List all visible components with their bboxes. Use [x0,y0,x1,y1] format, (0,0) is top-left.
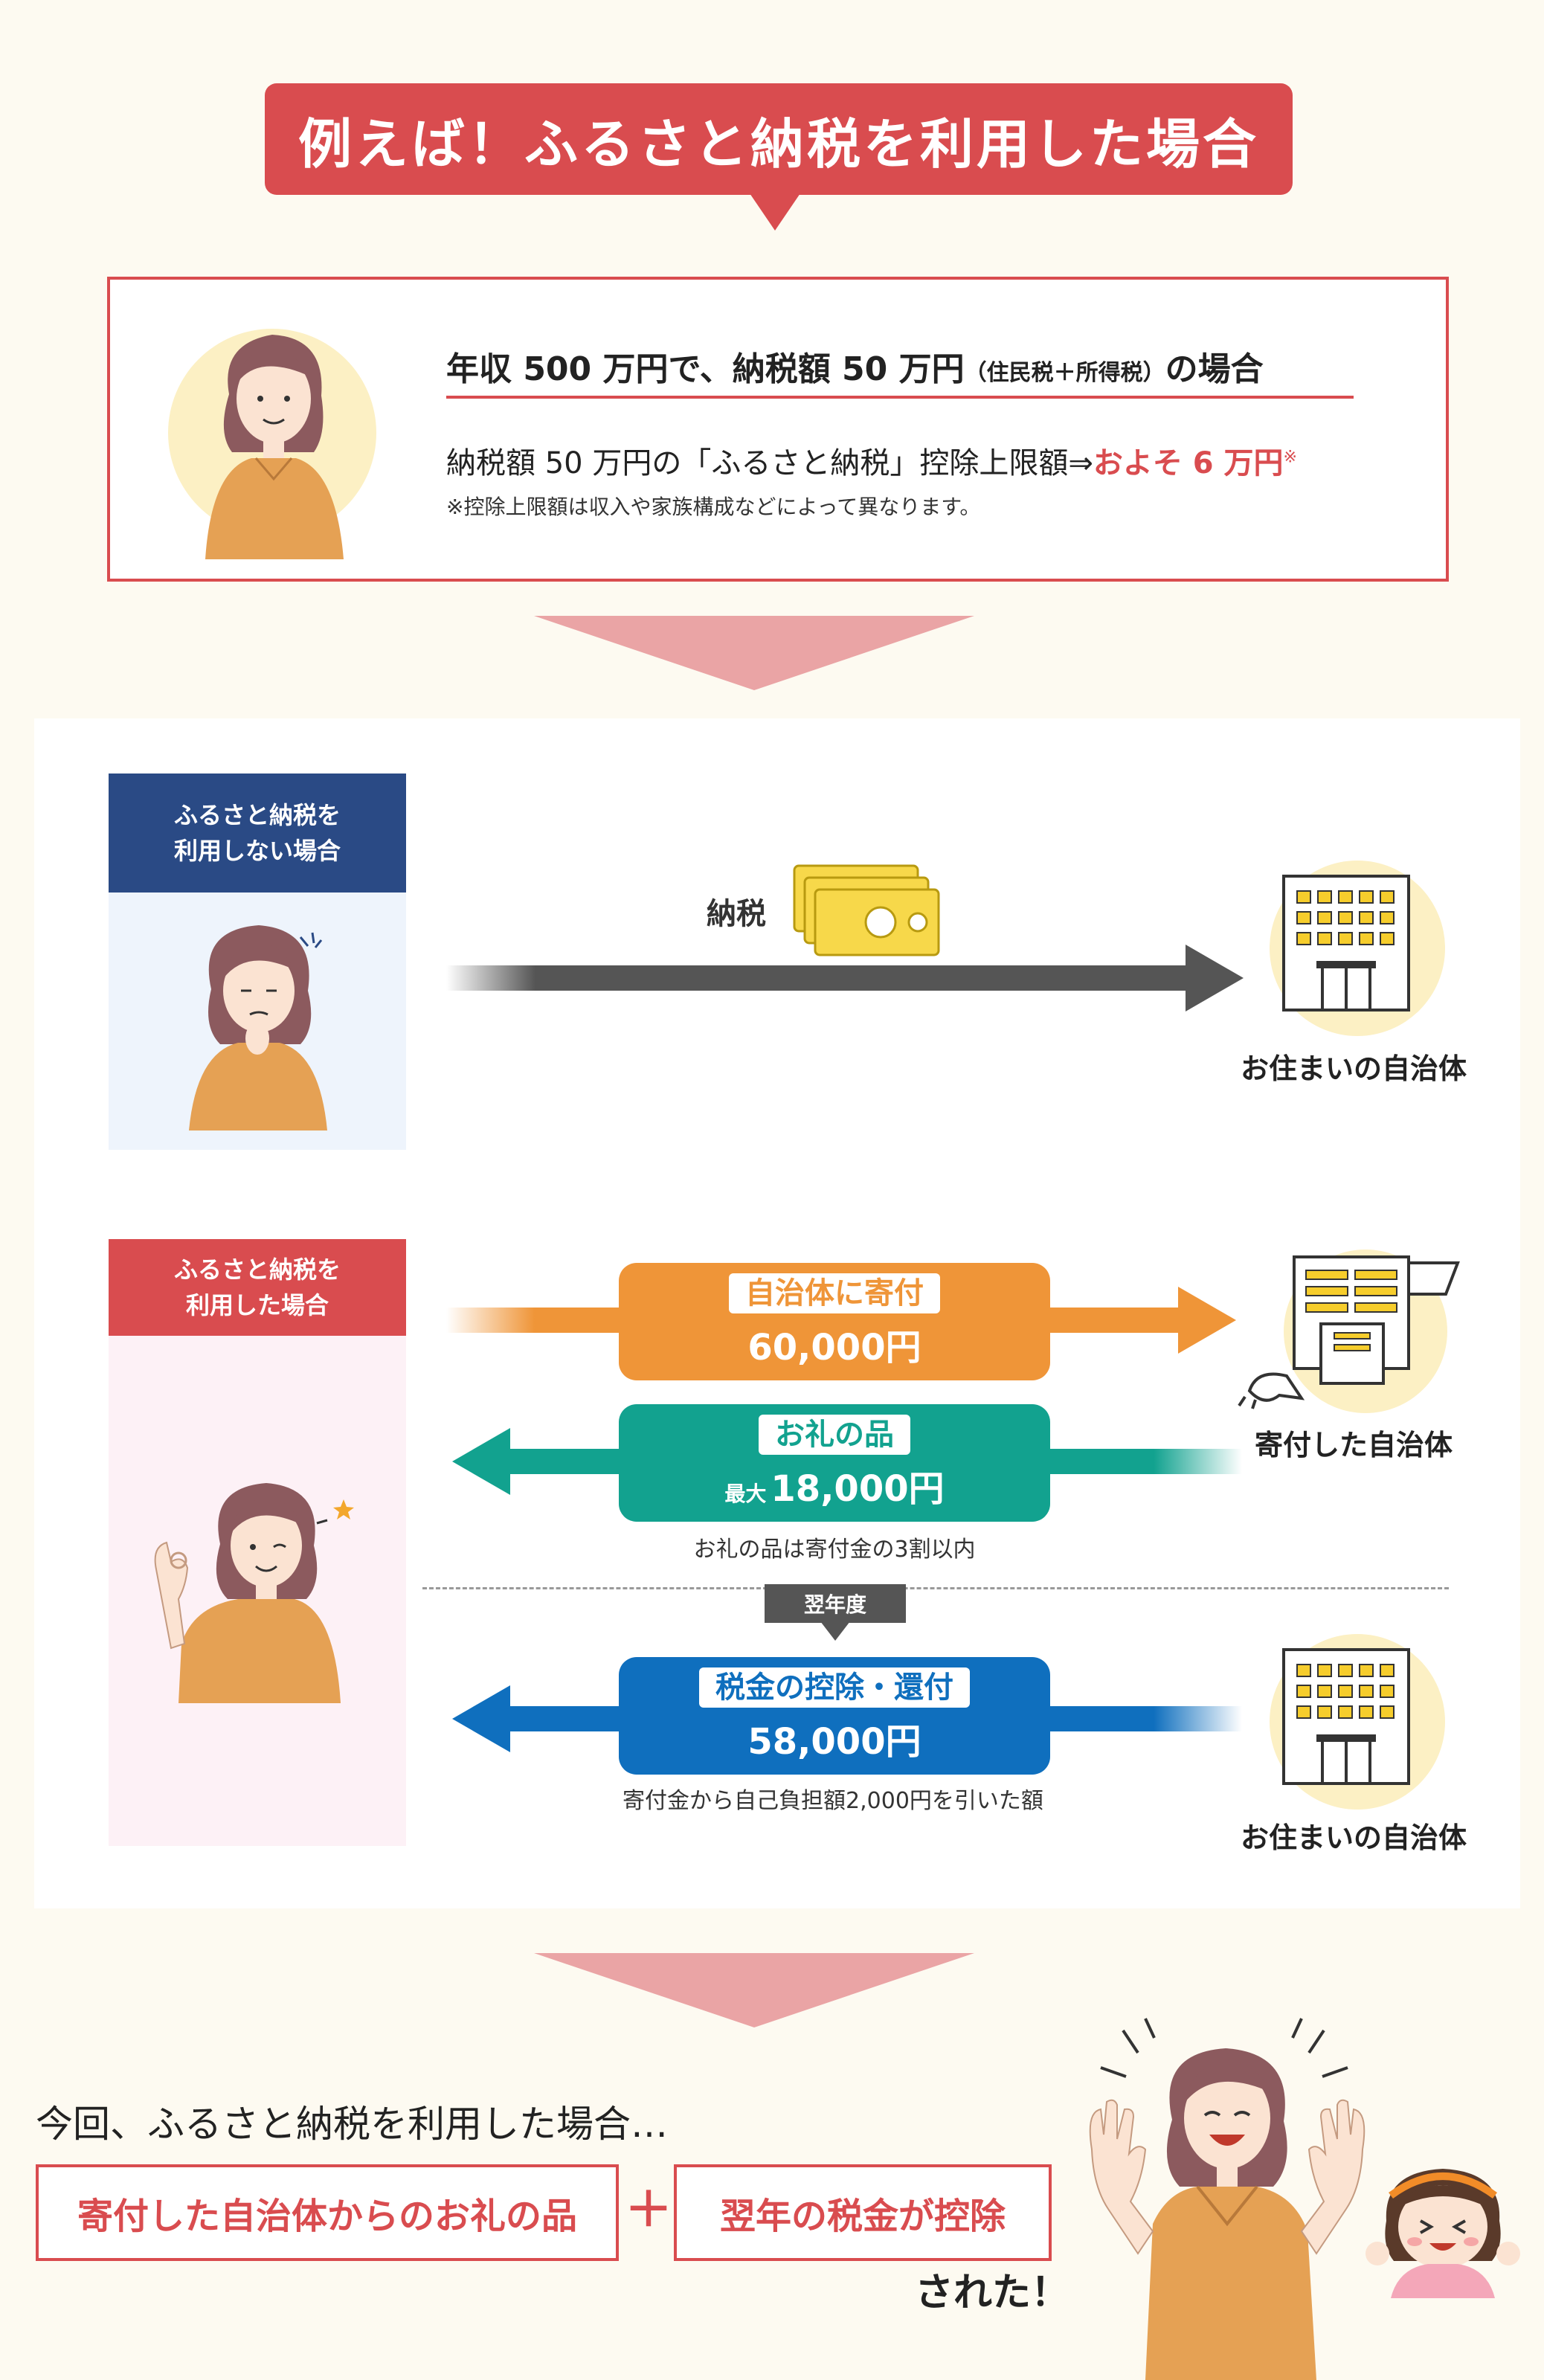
woman-cheering-illustration [1089,2018,1366,2380]
woman-ok-sign-illustration [154,1483,354,1703]
title-banner: 例えば！ふるさと納税を利用した場合 [265,83,1293,195]
with-header: ふるさと納税を 利用した場合 [109,1239,406,1336]
plus-icon: ＋ [625,2183,672,2238]
refund-caption: 寄付金から自己負担額2,000円を引いた額 [623,1788,1043,1814]
refund-tag: 税金の控除・還付 [699,1667,970,1708]
next-year-badge: 翌年度 [765,1584,906,1623]
woman-worried-illustration [189,925,327,1130]
girl-happy-illustration [1366,2169,1520,2298]
page-title: 例えば！ふるさと納税を利用した場合 [297,112,1259,176]
home-city-hall-icon [1270,1634,1445,1810]
case-limit: 納税額 50 万円の「ふるさと納税」控除上限額⇒およそ 6 万円※ [446,439,1297,482]
case-heading-tail: の場合 [1165,350,1264,388]
case-limit-mark: ※ [1283,448,1297,467]
city-hall-icon [1270,861,1445,1036]
donation-tag: 自治体に寄付 [729,1273,940,1313]
tax-arrow [446,945,1244,1012]
donated-destination-label: 寄付した自治体 [1254,1429,1453,1461]
title-pointer [750,193,800,231]
woman-smiling-illustration [168,329,376,559]
case-note: ※控除上限額は収入や家族構成などによって異なります。 [446,495,981,519]
case-heading: 年収 500 万円で、納税額 50 万円（住民税＋所得税）の場合 [446,342,1264,390]
gift-prefix: 最大 [724,1482,767,1506]
result-box-gift: 寄付した自治体からのお礼の品 [36,2164,619,2261]
gift-caption: お礼の品は寄付金の3割以内 [693,1537,976,1563]
case-limit-text: 納税額 50 万円の「ふるさと納税」控除上限額⇒ [446,446,1093,480]
money-bills-icon [793,864,940,956]
next-year-divider [422,1587,1449,1589]
tax-label: 納税 [707,897,766,931]
case-heading-main: 年収 500 万円で、納税額 50 万円 [446,350,965,388]
next-year-pointer [820,1621,850,1641]
result-box-tax: 翌年の税金が控除 [674,2164,1052,2261]
refund-pill: 税金の控除・還付 58,000円 [619,1657,1050,1775]
gift-tag: お礼の品 [759,1415,910,1455]
case-heading-paren: （住民税＋所得税） [964,360,1165,386]
without-destination-label: お住まいの自治体 [1240,1052,1467,1085]
down-arrow-2 [534,1953,974,2027]
donated-city-icon [1238,1250,1460,1413]
result-lead: 今回、ふるさと納税を利用した場合… [36,2103,668,2146]
result-tail: された！ [915,2271,1070,2315]
refund-amount: 58,000円 [747,1721,921,1763]
gift-amount: 18,000円 [771,1468,945,1510]
donation-pill: 自治体に寄付 60,000円 [619,1263,1050,1380]
without-header-label: ふるさと納税を 利用しない場合 [173,801,341,865]
case-limit-value: およそ 6 万円 [1093,446,1284,480]
down-arrow-1 [534,616,974,690]
without-header: ふるさと納税を 利用しない場合 [109,774,406,892]
donation-amount: 60,000円 [747,1327,921,1368]
with-header-label: ふるさと納税を 利用した場合 [173,1255,341,1319]
case-heading-underline [446,396,1354,399]
home-destination-label: お住まいの自治体 [1240,1821,1467,1854]
